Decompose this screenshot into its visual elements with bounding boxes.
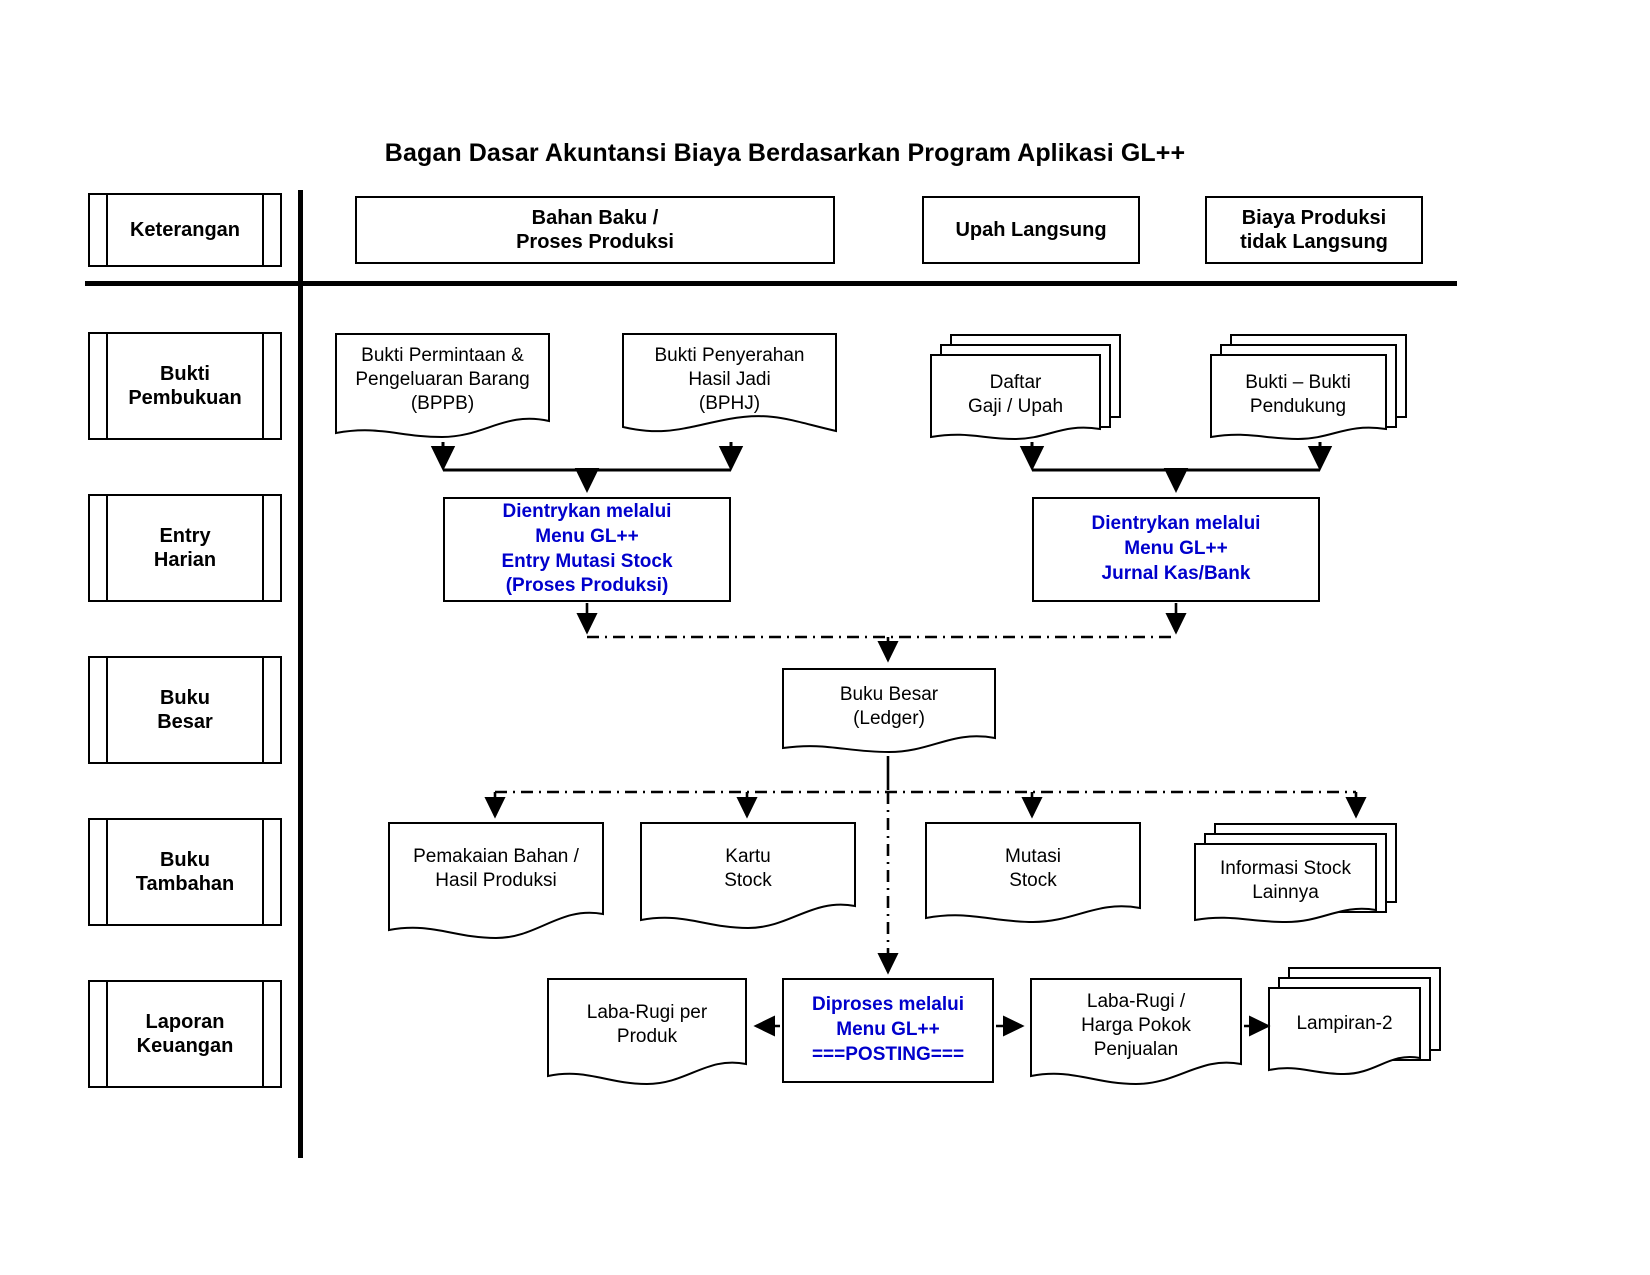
legend-inner-rule-right	[262, 496, 264, 600]
doc-buku-besar: Buku Besar(Ledger)	[782, 668, 996, 756]
column-header-upah-langsung: Upah Langsung	[922, 196, 1140, 264]
legend-inner-rule-right	[262, 982, 264, 1086]
legend-inner-rule-left	[106, 496, 108, 600]
document-shape	[782, 668, 996, 754]
document-shape	[388, 822, 604, 940]
legend-inner-rule-left	[106, 334, 108, 438]
document-stack-shape	[930, 334, 1121, 441]
vertical-divider	[298, 190, 303, 1158]
page-title: Bagan Dasar Akuntansi Biaya Berdasarkan …	[384, 139, 1186, 167]
document-shape	[925, 822, 1141, 924]
document-shape	[622, 333, 837, 433]
doc-label: Lampiran-2	[1296, 1013, 1393, 1035]
document-shape	[640, 822, 856, 930]
column-header-bahan-baku: Bahan Baku /Proses Produksi	[355, 196, 835, 264]
legend-inner-rule-right	[262, 820, 264, 924]
edge-group-solid	[430, 442, 1333, 493]
edge-group-dashdot-ledger	[576, 603, 1187, 635]
column-header-label: Bahan Baku /Proses Produksi	[516, 206, 674, 253]
column-header-label: Upah Langsung	[955, 218, 1107, 241]
legend-inner-rule-left	[106, 982, 108, 1086]
horizontal-divider	[85, 281, 1457, 286]
legend-header-keterangan: Keterangan	[88, 193, 282, 267]
doc-label: Buku Besar(Ledger)	[839, 684, 939, 729]
document-stack-shape	[1210, 334, 1407, 441]
legend-inner-rule-left	[106, 820, 108, 924]
doc-label: Pemakaian Bahan /Hasil Produksi	[413, 846, 579, 891]
doc-pemakaian-bahan: Pemakaian Bahan /Hasil Produksi	[388, 822, 604, 940]
document-shape	[547, 978, 747, 1086]
document-stack-shape	[1194, 823, 1397, 924]
legend-inner-rule-left	[106, 195, 108, 265]
doc-bppb: Bukti Permintaan &Pengeluaran Barang(BPP…	[335, 333, 550, 443]
legend-inner-rule-left	[106, 658, 108, 762]
legend-header-label: Keterangan	[129, 218, 241, 241]
doc-label: Bukti Permintaan &Pengeluaran Barang(BPP…	[355, 345, 530, 414]
document-shape	[1030, 978, 1242, 1086]
doc-stack-lampiran-2: Lampiran-2	[1268, 962, 1458, 1088]
legend-inner-rule-right	[262, 334, 264, 438]
legend-inner-rule-right	[262, 195, 264, 265]
legend-inner-rule-right	[262, 658, 264, 762]
document-shape	[335, 333, 550, 439]
document-stack-shape	[1268, 967, 1441, 1076]
